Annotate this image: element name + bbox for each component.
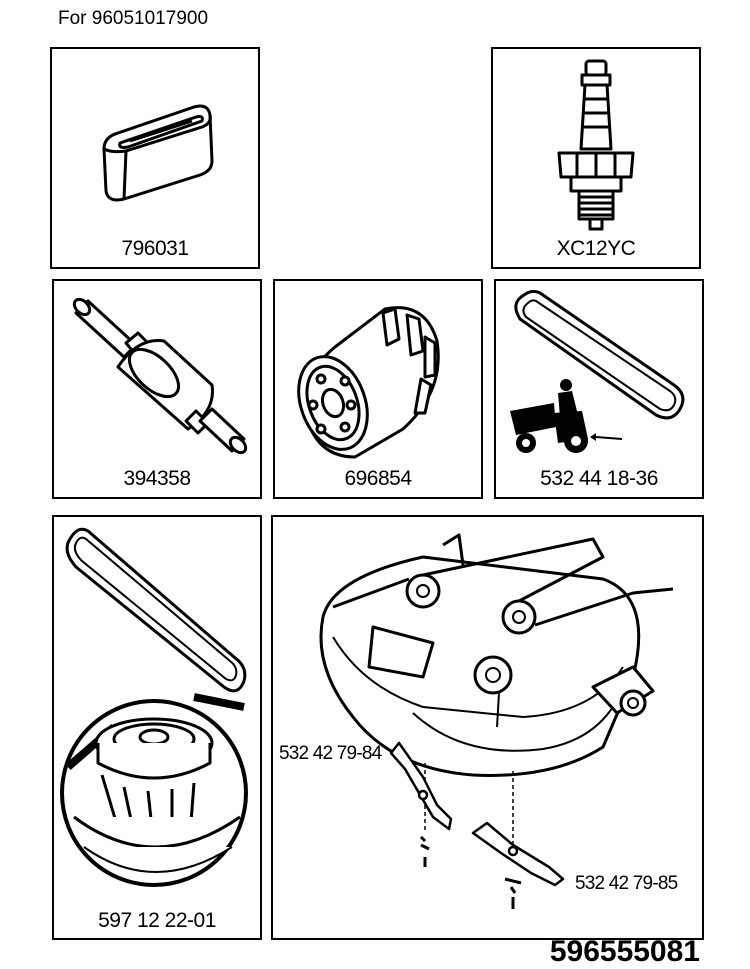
panel-spark-plug: XC12YC <box>491 47 701 269</box>
part-number-532-44-18-36: 532 44 18-36 <box>540 467 658 490</box>
part-number-532-42-79-85: 532 42 79-85 <box>575 873 678 894</box>
panel-drive-belt: 532 44 18-36 <box>494 279 704 499</box>
panel-fuel-filter: 394358 <box>52 279 262 499</box>
mower-deck-icon <box>319 533 674 909</box>
part-number-696854: 696854 <box>344 467 412 490</box>
panel-air-filter: 796031 <box>50 47 260 269</box>
oil-filter-icon <box>297 306 440 459</box>
spark-plug-icon <box>557 59 635 231</box>
part-number-394358: 394358 <box>123 467 191 490</box>
fuel-filter-icon <box>72 297 248 455</box>
part-number-597-12-22-01: 597 12 22-01 <box>98 909 216 932</box>
panel-deck-belt: 597 12 22-01 <box>52 515 262 940</box>
document-number: 596555081 <box>549 935 700 968</box>
part-number-796031: 796031 <box>121 237 189 260</box>
tractor-icon <box>510 379 623 453</box>
header-title: For 96051017900 <box>58 8 209 29</box>
air-filter-icon <box>102 104 214 202</box>
panel-oil-filter: 696854 <box>273 279 483 499</box>
part-number-xc12yc: XC12YC <box>556 237 636 260</box>
blade-left-icon <box>389 741 453 867</box>
pulley-icon <box>60 693 248 887</box>
part-number-532-42-79-84: 532 42 79-84 <box>279 743 382 764</box>
drive-belt-icon <box>510 289 685 453</box>
panel-mower-deck: 532 42 79-84 532 42 79-85 <box>271 515 704 940</box>
blade-right-icon <box>471 821 565 909</box>
deck-belt-icon <box>60 527 248 887</box>
